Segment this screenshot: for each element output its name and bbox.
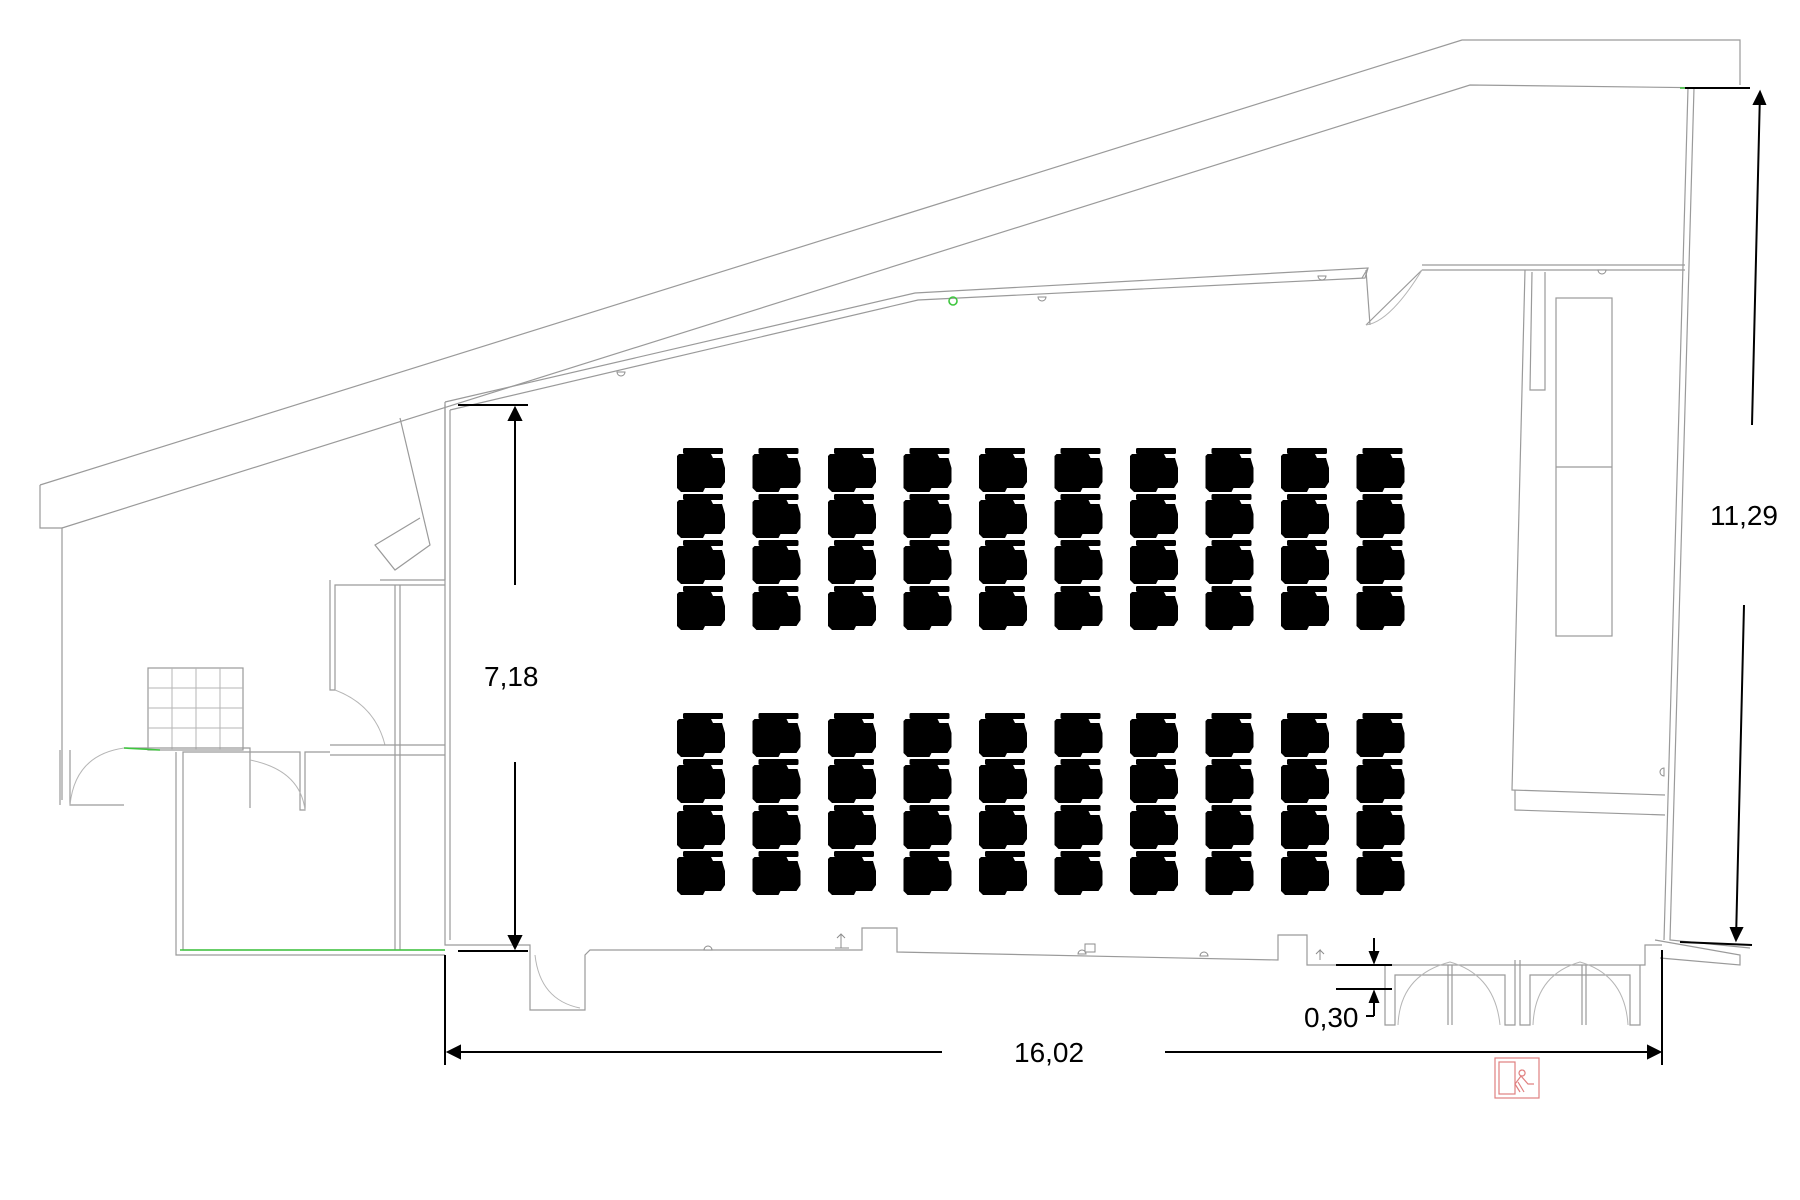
classroom-chair-icon xyxy=(828,448,876,492)
classroom-chair-icon xyxy=(1356,494,1405,538)
wall-lights xyxy=(616,269,1665,960)
classroom-chair-icon xyxy=(1054,540,1103,584)
classroom-chair-icon xyxy=(979,448,1027,492)
classroom-chair-icon xyxy=(677,540,725,584)
classroom-chair-icon xyxy=(1054,494,1103,538)
classroom-chair-icon xyxy=(979,586,1027,630)
left-wing-rooms xyxy=(59,405,446,956)
classroom-chair-icon xyxy=(1205,540,1254,584)
classroom-chair-icon xyxy=(979,713,1027,757)
classroom-chair-icon xyxy=(1356,540,1405,584)
outer-walls xyxy=(39,39,1751,966)
classroom-chair-icon xyxy=(1356,448,1405,492)
classroom-chair-icon xyxy=(828,494,876,538)
classroom-chair-icon xyxy=(752,713,801,757)
hall-walls xyxy=(444,264,1685,1011)
classroom-chair-icon xyxy=(752,540,801,584)
classroom-chair-icon xyxy=(903,713,952,757)
classroom-chair-icon xyxy=(903,494,952,538)
classroom-chair-icon xyxy=(1205,494,1254,538)
classroom-chair-icon xyxy=(828,586,876,630)
classroom-chair-icon xyxy=(979,851,1027,895)
classroom-chair-icon xyxy=(752,586,801,630)
classroom-chair-icon xyxy=(903,851,952,895)
classroom-chair-icon xyxy=(1054,448,1103,492)
seating-blocks xyxy=(677,448,1405,895)
classroom-chair-icon xyxy=(903,759,952,803)
classroom-chair-icon xyxy=(1205,759,1254,803)
classroom-chair-icon xyxy=(752,805,801,849)
classroom-chair-icon xyxy=(979,540,1027,584)
classroom-chair-icon xyxy=(903,540,952,584)
classroom-chair-icon xyxy=(828,851,876,895)
classroom-chair-icon xyxy=(1205,713,1254,757)
classroom-chair-icon xyxy=(1281,759,1329,803)
classroom-chair-icon xyxy=(1130,448,1178,492)
classroom-chair-icon xyxy=(903,448,952,492)
classroom-chair-icon xyxy=(903,805,952,849)
classroom-chair-icon xyxy=(677,713,725,757)
dimension-depth: 11,29 xyxy=(1710,500,1778,531)
dimension-room-width: 7,18 xyxy=(484,661,539,692)
classroom-chair-icon xyxy=(1205,851,1254,895)
classroom-chair-icon xyxy=(828,759,876,803)
classroom-chair-icon xyxy=(677,759,725,803)
classroom-chair-icon xyxy=(1130,851,1178,895)
classroom-chair-icon xyxy=(752,759,801,803)
emergency-exit-sign-icon xyxy=(1494,1057,1540,1099)
classroom-chair-icon xyxy=(677,851,725,895)
classroom-chair-icon xyxy=(1054,586,1103,630)
classroom-chair-icon xyxy=(1130,759,1178,803)
classroom-chair-icon xyxy=(752,494,801,538)
classroom-chair-icon xyxy=(828,805,876,849)
classroom-chair-icon xyxy=(1356,851,1405,895)
classroom-chair-icon xyxy=(1130,805,1178,849)
classroom-chair-icon xyxy=(828,713,876,757)
classroom-chair-icon xyxy=(1281,494,1329,538)
classroom-chair-icon xyxy=(903,586,952,630)
dimension-length: 16,02 xyxy=(1014,1037,1084,1068)
classroom-chair-icon xyxy=(979,494,1027,538)
classroom-chair-icon xyxy=(1130,494,1178,538)
classroom-chair-icon xyxy=(1281,448,1329,492)
classroom-chair-icon xyxy=(828,540,876,584)
classroom-chair-icon xyxy=(1054,851,1103,895)
classroom-chair-icon xyxy=(1281,805,1329,849)
classroom-chair-icon xyxy=(1356,586,1405,630)
classroom-chair-icon xyxy=(1356,713,1405,757)
classroom-chair-icon xyxy=(677,494,725,538)
classroom-chair-icon xyxy=(1356,759,1405,803)
hall-door-swing xyxy=(534,954,581,1009)
classroom-chair-icon xyxy=(979,805,1027,849)
dimension-labels: 7,18 11,29 16,02 0,30 xyxy=(484,500,1778,1068)
stage-area xyxy=(1511,269,1666,816)
classroom-chair-icon xyxy=(1205,448,1254,492)
classroom-chair-icon xyxy=(1130,713,1178,757)
classroom-chair-icon xyxy=(752,448,801,492)
classroom-chair-icon xyxy=(1130,540,1178,584)
classroom-chair-icon xyxy=(1356,805,1405,849)
classroom-chair-icon xyxy=(1281,713,1329,757)
classroom-chair-icon xyxy=(1054,805,1103,849)
classroom-chair-icon xyxy=(677,448,725,492)
classroom-chair-icon xyxy=(1054,713,1103,757)
entry-doors xyxy=(1384,960,1641,1026)
classroom-chair-icon xyxy=(1205,586,1254,630)
classroom-chair-icon xyxy=(677,586,725,630)
classroom-chair-icon xyxy=(1205,805,1254,849)
dimension-lines xyxy=(444,87,1767,1065)
classroom-chair-icon xyxy=(1281,540,1329,584)
classroom-chair-icon xyxy=(752,851,801,895)
classroom-chair-icon xyxy=(1281,586,1329,630)
dimension-step-offset: 0,30 xyxy=(1304,1002,1359,1033)
classroom-chair-icon xyxy=(979,759,1027,803)
classroom-chair-icon xyxy=(1130,586,1178,630)
classroom-chair-icon xyxy=(677,805,725,849)
classroom-chair-icon xyxy=(1054,759,1103,803)
classroom-chair-icon xyxy=(1281,851,1329,895)
